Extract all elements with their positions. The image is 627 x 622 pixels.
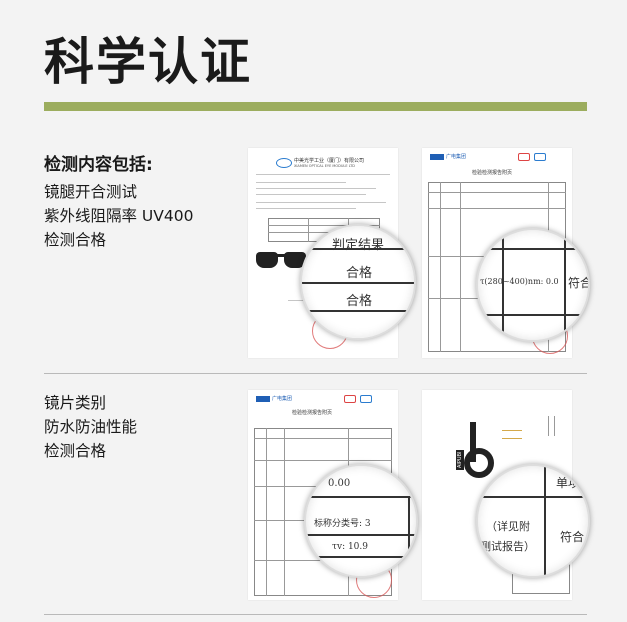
cert-badge-icon <box>534 153 546 161</box>
company-logo-icon <box>276 158 292 168</box>
magnifier-text: 判定结果 <box>332 238 385 253</box>
section-divider <box>44 373 587 374</box>
magnifier-text: 符合 <box>568 276 590 290</box>
feature-item: 防水防油性能 <box>44 418 138 436</box>
company-logo-icon <box>430 154 444 160</box>
magnifier-zoom: 0.00 标称分类号: 3 τv: 10.9 <box>304 464 418 578</box>
magnifier-text: τv: 10.9 <box>332 542 368 552</box>
feature-item: 检测合格 <box>44 442 107 460</box>
company-name: 中美光学工业（厦门）有限公司 <box>294 158 365 164</box>
magnifier-text: τ(280~400)nm: 0.0 <box>480 277 559 286</box>
cert-badge-icon <box>518 153 530 161</box>
feature-item: 检测合格 <box>44 231 107 249</box>
report-title: 检验检测报告附页 <box>292 410 333 416</box>
feature-item: 镜腿开合测试 <box>44 183 138 201</box>
magnifier-text: 合格 <box>346 294 373 309</box>
magnifier-text: 单项 <box>556 476 581 490</box>
cert-badge-icon <box>344 395 356 403</box>
magnifier-text: 合格 <box>346 266 373 281</box>
product-label: AIPUBI <box>456 449 464 470</box>
page-title: 科学认证 <box>44 33 252 91</box>
magnifier-text: 0.00 <box>328 478 351 489</box>
magnifier-zoom: τ(280~400)nm: 0.0 符合 <box>476 228 590 342</box>
section-divider <box>44 614 587 615</box>
magnifier-zoom: 单项 （详见附 测试报告） 符合 <box>476 464 590 578</box>
glasses-hinge-photo <box>464 448 494 478</box>
report-title: 检验检测报告附页 <box>472 170 513 176</box>
feature-item: 镜片类别 <box>44 394 107 412</box>
magnifier-zoom: 判定结果 合格 合格 <box>300 224 416 340</box>
company-logo-icon <box>256 396 270 402</box>
magnifier-text: 标称分类号: 3 <box>314 519 371 529</box>
magnifier-text: 符合 <box>560 530 585 544</box>
title-accent-bar <box>44 102 587 111</box>
logo-text: 广电集团 <box>272 396 293 402</box>
magnifier-text: 测试报告） <box>480 540 535 553</box>
glasses-temple-photo <box>470 422 476 462</box>
company-name-en: XIAMEN OPTICAL EYE MODULE LTD <box>294 164 356 168</box>
magnifier-text: （详见附 <box>486 520 530 533</box>
cert-badge-icon <box>360 395 372 403</box>
section-heading: 检测内容包括: <box>44 155 153 175</box>
logo-text: 广电集团 <box>446 154 467 160</box>
feature-item: 紫外线阻隔率 UV400 <box>44 207 194 225</box>
sunglasses-photo <box>256 250 308 270</box>
